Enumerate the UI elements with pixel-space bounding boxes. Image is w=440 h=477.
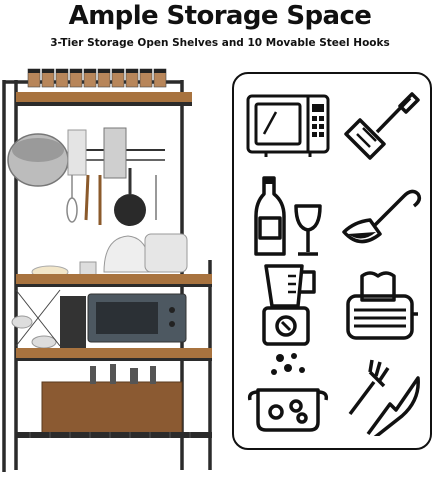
page-subtitle: 3-Tier Storage Open Shelves and 10 Movab… xyxy=(50,37,390,49)
microwave-icon xyxy=(246,94,330,157)
cooking-pot-icon xyxy=(247,353,329,432)
spatula-icon xyxy=(344,92,420,160)
icon-panel xyxy=(232,72,432,450)
wine-bottle-glass-icon xyxy=(254,176,322,256)
toaster-icon xyxy=(346,271,418,340)
ladle-icon xyxy=(342,189,422,244)
blender-icon xyxy=(262,264,316,346)
page-title: Ample Storage Space xyxy=(68,1,372,31)
spice-jars xyxy=(27,68,167,88)
product-photo xyxy=(2,68,212,472)
fork-knife-icon xyxy=(348,359,420,436)
